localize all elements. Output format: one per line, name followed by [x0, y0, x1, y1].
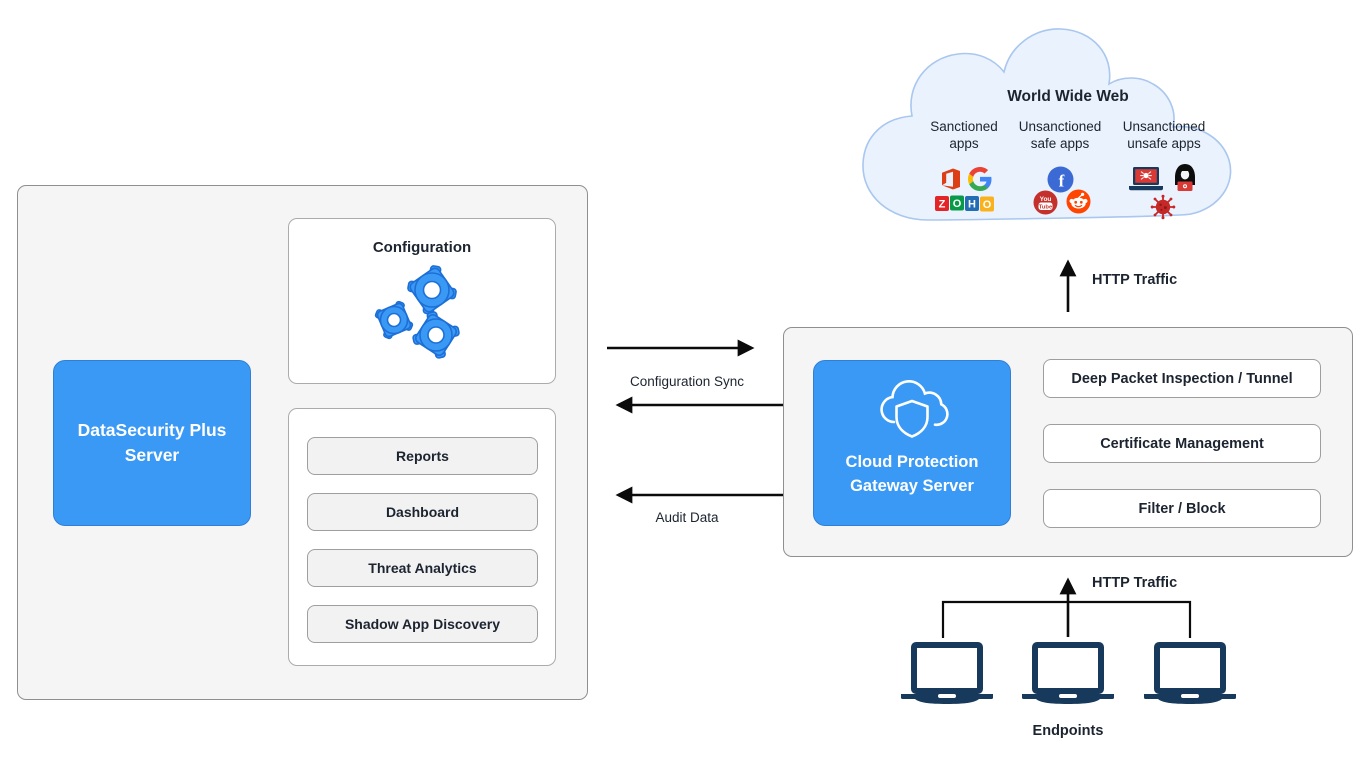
cloud-title: World Wide Web — [1007, 88, 1129, 105]
virus-icon — [1150, 194, 1176, 220]
reddit-circle — [1066, 189, 1091, 214]
configuration-sync-label: Configuration Sync — [629, 374, 745, 389]
configuration-title: Configuration — [372, 239, 472, 256]
youtube-icon: You Tube — [1033, 190, 1058, 215]
gateway-panel: Cloud Protection Gateway Server Deep Pac… — [783, 327, 1353, 557]
feature-filter-block: Filter / Block — [1043, 489, 1321, 528]
audit-data-label: Audit Data — [655, 510, 719, 525]
datasecurity-plus-server-label: DataSecurity Plus Server — [77, 419, 227, 465]
gateway-server-label: Cloud Protection Gateway Server — [845, 453, 979, 495]
feature-deep-packet-inspection: Deep Packet Inspection / Tunnel — [1043, 359, 1321, 398]
endpoint-laptop-3 — [1142, 642, 1238, 708]
svg-text:O: O — [953, 198, 962, 210]
cloud-shield-icon — [880, 380, 949, 438]
module-reports: Reports — [307, 437, 538, 475]
svg-text:H: H — [968, 198, 976, 210]
gateway-server-box: Cloud Protection Gateway Server — [813, 360, 1011, 526]
laptop-icon — [1022, 642, 1114, 704]
feature-certificate-management: Certificate Management — [1043, 424, 1321, 463]
google-icon — [967, 167, 991, 191]
zoho-letters: Z O H O — [935, 195, 994, 211]
reddit-icon — [1066, 189, 1091, 214]
hacker-figure — [1175, 164, 1195, 191]
http-traffic-to-web-label: HTTP Traffic — [1092, 272, 1178, 288]
zoho-icon: Z O H O — [934, 194, 996, 212]
unsanctioned-unsafe-apps-label: Unsanctioned unsafe apps — [1122, 119, 1206, 151]
facebook-circle: f — [1047, 166, 1073, 192]
http-traffic-from-endpoints-label: HTTP Traffic — [1092, 575, 1178, 591]
unsanctioned-safe-apps-label: Unsanctioned safe apps — [1018, 119, 1102, 151]
endpoint-laptop-1 — [899, 642, 995, 708]
svg-text:You: You — [1040, 196, 1052, 203]
hacker-icon — [1171, 163, 1199, 193]
gears-icon — [374, 265, 460, 359]
endpoints-connector-line — [941, 600, 1192, 638]
datasecurity-plus-panel: DataSecurity Plus Server Configuration — [17, 185, 588, 700]
svg-text:Z: Z — [939, 198, 946, 210]
svg-text:f: f — [1058, 171, 1064, 190]
facebook-icon: f — [1046, 165, 1074, 193]
malware-laptop-icon — [1127, 166, 1165, 193]
laptop-icon — [901, 642, 993, 704]
sanctioned-apps-icons — [924, 166, 1006, 192]
endpoints-label: Endpoints — [1032, 723, 1104, 739]
office-icon — [941, 168, 960, 190]
svg-text:Tube: Tube — [1039, 204, 1053, 210]
malware-laptop — [1129, 167, 1163, 191]
module-shadow-app-discovery: Shadow App Discovery — [307, 605, 538, 643]
modules-box: Reports Dashboard Threat Analytics Shado… — [288, 408, 556, 666]
svg-text:O: O — [983, 199, 992, 211]
configuration-box: Configuration — [288, 218, 556, 384]
module-threat-analytics: Threat Analytics — [307, 549, 538, 587]
datasecurity-plus-server-box: DataSecurity Plus Server — [53, 360, 251, 526]
sanctioned-apps-label: Sanctioned apps — [930, 119, 998, 151]
virus-germ — [1150, 194, 1176, 220]
youtube-circle: You Tube — [1033, 190, 1058, 215]
module-dashboard: Dashboard — [307, 493, 538, 531]
laptop-icon — [1144, 642, 1236, 704]
endpoint-laptop-2 — [1020, 642, 1116, 708]
